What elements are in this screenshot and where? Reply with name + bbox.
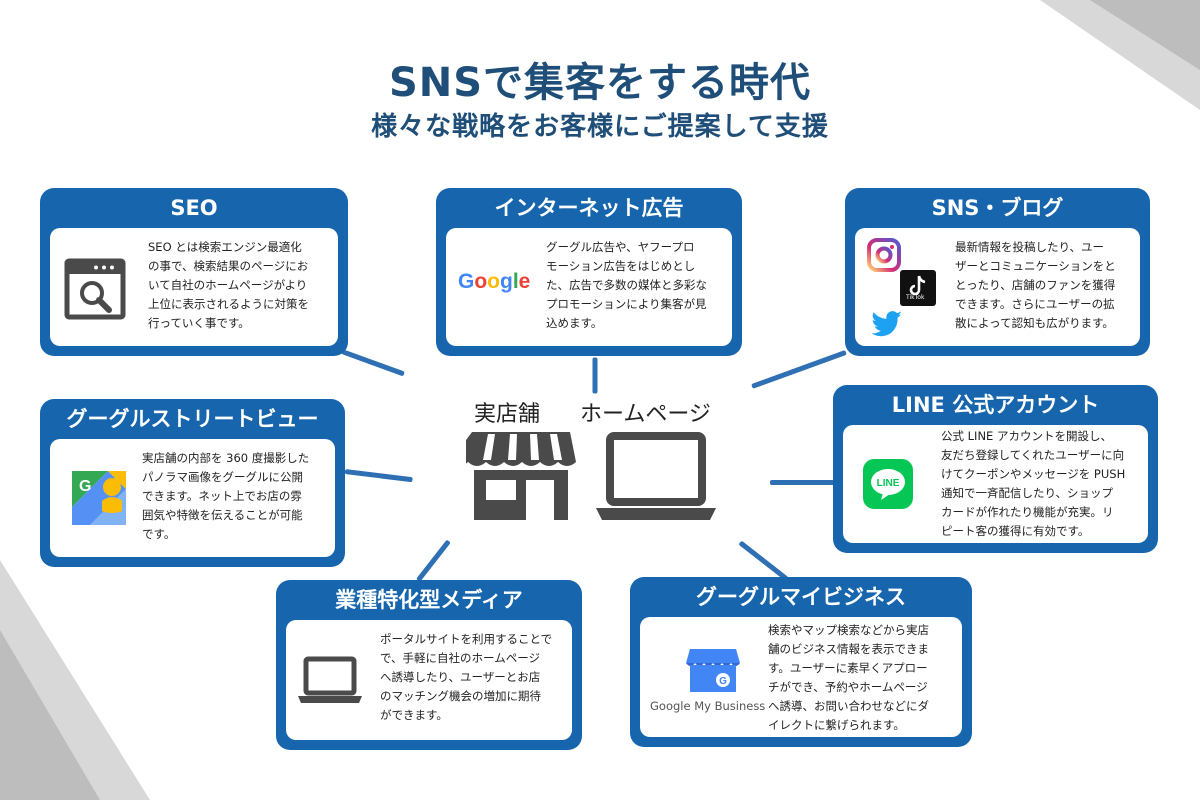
text-line: 行っていく事です。 xyxy=(148,316,250,330)
instagram-icon xyxy=(867,238,901,272)
text-line: 検索やマップ検索などから実店 xyxy=(768,623,929,637)
text-line: ポータルサイトを利用することで xyxy=(380,632,553,646)
google-my-business-icon: G xyxy=(686,649,740,692)
store-icon xyxy=(466,432,576,520)
text-line: いて自社のホームページがより xyxy=(148,278,308,292)
card-media-text: ポータルサイトを利用することで で、手軽に自社のホームページ へ誘導したり、ユー… xyxy=(380,630,552,725)
connector-line xyxy=(770,480,836,485)
text-line: チができ、予約やホームページ xyxy=(768,680,928,694)
text-line: モーション広告をはじめとし xyxy=(546,259,696,273)
line-icon: LINE xyxy=(863,459,913,509)
card-line-body: LINE 公式 LINE アカウントを開設し、 友だち登録してくれたユーザーに向… xyxy=(843,425,1148,543)
text-line: カードが作れたり機能が充実。リ xyxy=(941,505,1114,519)
svg-text:G: G xyxy=(79,478,91,495)
tiktok-icon xyxy=(900,270,936,306)
street-view-icon: G xyxy=(72,471,126,525)
google-my-business-logo: Google My Business xyxy=(650,699,766,713)
text-line: です。 xyxy=(142,527,176,541)
store-label: 実店舗 xyxy=(474,402,541,427)
text-line: けてクーポンやメッセージを PUSH xyxy=(941,467,1126,481)
text-line: す。ユーザーに素早くアプロー xyxy=(768,661,928,675)
text-line: とったり、店舗のファンを獲得 xyxy=(955,278,1116,292)
text-line: イレクトに繋げられます。 xyxy=(768,718,905,732)
card-seo-body: SEO とは検索エンジン最適化 の事で、検索結果のページにお いて自社のホームペ… xyxy=(50,228,338,346)
text-line: た、広告で多数の媒体と多彩な xyxy=(546,278,707,292)
text-line: プロモーションにより集客が見 xyxy=(546,297,707,311)
card-seo-text: SEO とは検索エンジン最適化 の事で、検索結果のページにお いて自社のホームペ… xyxy=(148,238,309,333)
text-line: 公式 LINE アカウントを開設し、 xyxy=(941,429,1112,443)
google-logo: Google xyxy=(458,270,531,293)
text-line: 舗のビジネス情報を表示できま xyxy=(768,642,929,656)
text-line: できます。ネット上でお店の雰 xyxy=(142,489,302,503)
text-line: 最新情報を投稿したり、ユー xyxy=(955,240,1105,254)
card-sns-body: TikTok 最新情報を投稿したり、ユー ザーとコミュニケーションをと とったり… xyxy=(855,228,1140,346)
card-seo: SEO SEO とは検索エンジン最適化 の事で、検索結果のページにお いて自社の… xyxy=(40,188,348,356)
card-ads-body: Google グーグル広告や、ヤフープロ モーション広告をはじめとし た、広告で… xyxy=(446,228,732,346)
connector-ads xyxy=(592,357,598,394)
text-line: 散によって認知も広がります。 xyxy=(955,316,1114,330)
card-google-street-view: グーグルストリートビュー G 実店舗の内部を 360 度撮影した パノラマ画像を… xyxy=(40,399,345,567)
page-subtitle: 様々な戦略をお客様にご提案して支援 xyxy=(371,112,829,142)
laptop-icon xyxy=(298,656,362,703)
text-line: 友だち登録してくれたユーザーに向 xyxy=(941,448,1125,462)
card-mybusiness-title: グーグルマイビジネス xyxy=(696,585,906,609)
svg-text:G: G xyxy=(719,676,727,687)
card-mybusiness-body: G Google My Business 検索やマップ検索などから実店 舗のビジ… xyxy=(640,617,962,737)
text-line: 実店舗の内部を 360 度撮影した xyxy=(142,451,310,465)
card-mybusiness-text: 検索やマップ検索などから実店 舗のビジネス情報を表示できま す。ユーザーに素早く… xyxy=(768,621,929,735)
card-internet-ads: インターネット広告 Google グーグル広告や、ヤフープロ モーション広告をは… xyxy=(436,188,742,356)
text-line: ピート客の獲得に有効です。 xyxy=(941,524,1090,538)
card-ads-text: グーグル広告や、ヤフープロ モーション広告をはじめとし た、広告で多数の媒体と多… xyxy=(546,238,707,333)
browser-search-icon xyxy=(64,258,126,320)
card-media-title: 業種特化型メディア xyxy=(335,588,523,612)
text-line: ザーとコミュニケーションをと xyxy=(955,259,1116,273)
card-line-title: LINE 公式アカウント xyxy=(891,393,1100,417)
card-media-body: ポータルサイトを利用することで で、手軽に自社のホームページ へ誘導したり、ユー… xyxy=(286,620,572,740)
svg-text:LINE: LINE xyxy=(877,478,900,489)
card-sns-title: SNS・ブログ xyxy=(931,196,1064,220)
laptop-icon xyxy=(596,432,716,520)
tiktok-label: TikTok xyxy=(906,294,925,301)
text-line: SEO とは検索エンジン最適化 xyxy=(148,240,302,254)
text-line: 込めます。 xyxy=(546,316,603,330)
text-line: 囲気や特徴を伝えることが可能 xyxy=(142,508,303,522)
card-streetview-text: 実店舗の内部を 360 度撮影した パノラマ画像をグーグルに公開 できます。ネッ… xyxy=(142,449,309,544)
card-line-text: 公式 LINE アカウントを開設し、 友だち登録してくれたユーザーに向 けてクー… xyxy=(941,427,1125,541)
card-sns-blog: SNS・ブログ TikTok 最新情報を投稿したり、ユー ザーとコミュニケーショ… xyxy=(845,188,1150,356)
text-line: の事で、検索結果のページにお xyxy=(148,259,309,273)
text-line: ができます。 xyxy=(380,708,448,722)
card-industry-media: 業種特化型メディア ポータルサイトを利用することで で、手軽に自社のホームページ… xyxy=(276,580,582,750)
homepage-label: ホームページ xyxy=(580,402,711,427)
card-seo-title: SEO xyxy=(170,196,218,220)
text-line: のマッチング機会の増加に期待 xyxy=(380,689,541,703)
text-line: へ誘導、お問い合わせなどにダ xyxy=(768,699,929,713)
card-streetview-body: G 実店舗の内部を 360 度撮影した パノラマ画像をグーグルに公開 できます。… xyxy=(50,439,335,557)
text-line: へ誘導したり、ユーザーとお店 xyxy=(380,670,541,684)
page-title: SNSで集客をする時代 xyxy=(388,60,812,106)
card-sns-text: 最新情報を投稿したり、ユー ザーとコミュニケーションをと とったり、店舗のファン… xyxy=(955,238,1116,333)
text-line: グーグル広告や、ヤフープロ xyxy=(546,240,695,254)
text-line: 上位に表示されるように対策を xyxy=(148,297,309,311)
text-line: 通知で一斉配信したり、ショップ xyxy=(941,486,1114,500)
card-streetview-title: グーグルストリートビュー xyxy=(66,407,319,431)
text-line: パノラマ画像をグーグルに公開 xyxy=(142,470,303,484)
card-ads-title: インターネット広告 xyxy=(494,196,684,220)
card-google-my-business: グーグルマイビジネス G Google My Business 検索やマップ検索… xyxy=(630,577,972,747)
text-line: できます。さらにユーザーの拡 xyxy=(955,297,1115,311)
text-line: で、手軽に自社のホームページ xyxy=(380,651,540,665)
twitter-icon xyxy=(871,311,902,337)
card-line-official-account: LINE 公式アカウント LINE 公式 LINE アカウントを開設し、 友だち… xyxy=(833,385,1158,553)
